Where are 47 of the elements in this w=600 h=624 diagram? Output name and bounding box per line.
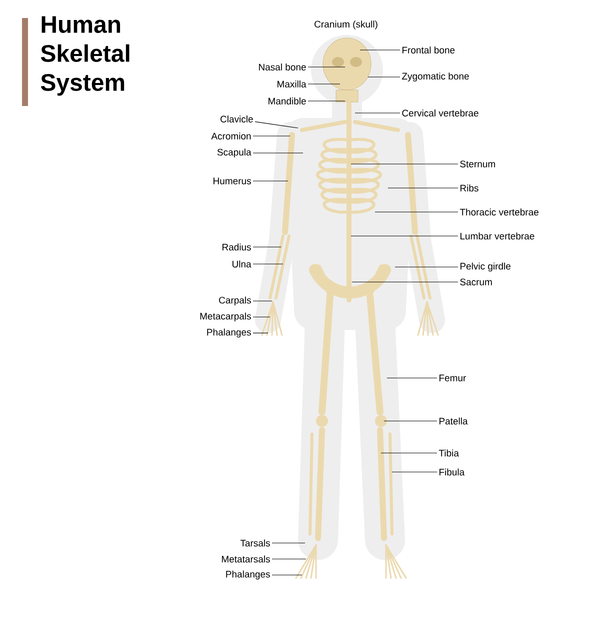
part-label: Tibia bbox=[438, 450, 459, 456]
part-label: Femur bbox=[440, 374, 466, 382]
title: Human Skeletal System bbox=[40, 16, 130, 96]
leader-line bbox=[308, 100, 346, 102]
part-label: Maxilla bbox=[278, 80, 306, 88]
part-label: Scapula bbox=[217, 148, 252, 158]
leader-line bbox=[252, 180, 288, 182]
leader-line bbox=[252, 246, 282, 248]
part-label: Clavicle bbox=[220, 116, 253, 122]
part-label: Cervical vertebrae bbox=[402, 110, 478, 116]
leader-line bbox=[384, 420, 438, 422]
leader-line bbox=[252, 332, 268, 334]
part-label: Metatarsals bbox=[222, 556, 270, 562]
part-label: Ribs bbox=[460, 184, 478, 192]
part-label: Pelvic girdle bbox=[460, 262, 510, 272]
leader-line bbox=[308, 66, 346, 68]
part-label: Fibula bbox=[440, 468, 465, 476]
leader-line bbox=[252, 300, 272, 302]
part-label: Phalanges bbox=[226, 570, 270, 580]
part-label: Carpals bbox=[219, 296, 251, 306]
part-label: Nasal bone bbox=[259, 64, 306, 70]
part-label: Tarsals bbox=[240, 540, 270, 546]
part-label: Ulna bbox=[232, 260, 252, 268]
part-label: Radius bbox=[222, 244, 251, 250]
part-label: Cranium (skull) bbox=[314, 20, 378, 30]
leader-line bbox=[254, 121, 298, 128]
leader-line bbox=[354, 112, 400, 114]
leader-line bbox=[252, 316, 270, 318]
part-label: Lumbar vertebrae bbox=[460, 232, 534, 240]
part-label: Humerus bbox=[214, 178, 251, 184]
part-label: Patella bbox=[440, 418, 468, 424]
leader-line bbox=[394, 266, 458, 268]
part-label: Frontal bone bbox=[402, 46, 455, 54]
leader-line bbox=[380, 452, 438, 454]
leader-line bbox=[272, 574, 302, 576]
part-label: Metacarpals bbox=[200, 312, 251, 322]
part-label: Sacrum bbox=[460, 278, 492, 286]
part-label: Sternum bbox=[460, 160, 495, 168]
leader-line bbox=[272, 542, 306, 544]
part-label: Zygomatic bone bbox=[402, 72, 469, 82]
part-label: Thoracic vertebrae bbox=[460, 208, 538, 216]
part-label: Phalanges bbox=[207, 328, 251, 338]
part-label: Acromion bbox=[211, 132, 251, 140]
leader-line bbox=[252, 152, 304, 154]
part-label: Mandible bbox=[268, 98, 306, 104]
leader-line bbox=[272, 558, 306, 560]
leader-line bbox=[368, 76, 400, 78]
